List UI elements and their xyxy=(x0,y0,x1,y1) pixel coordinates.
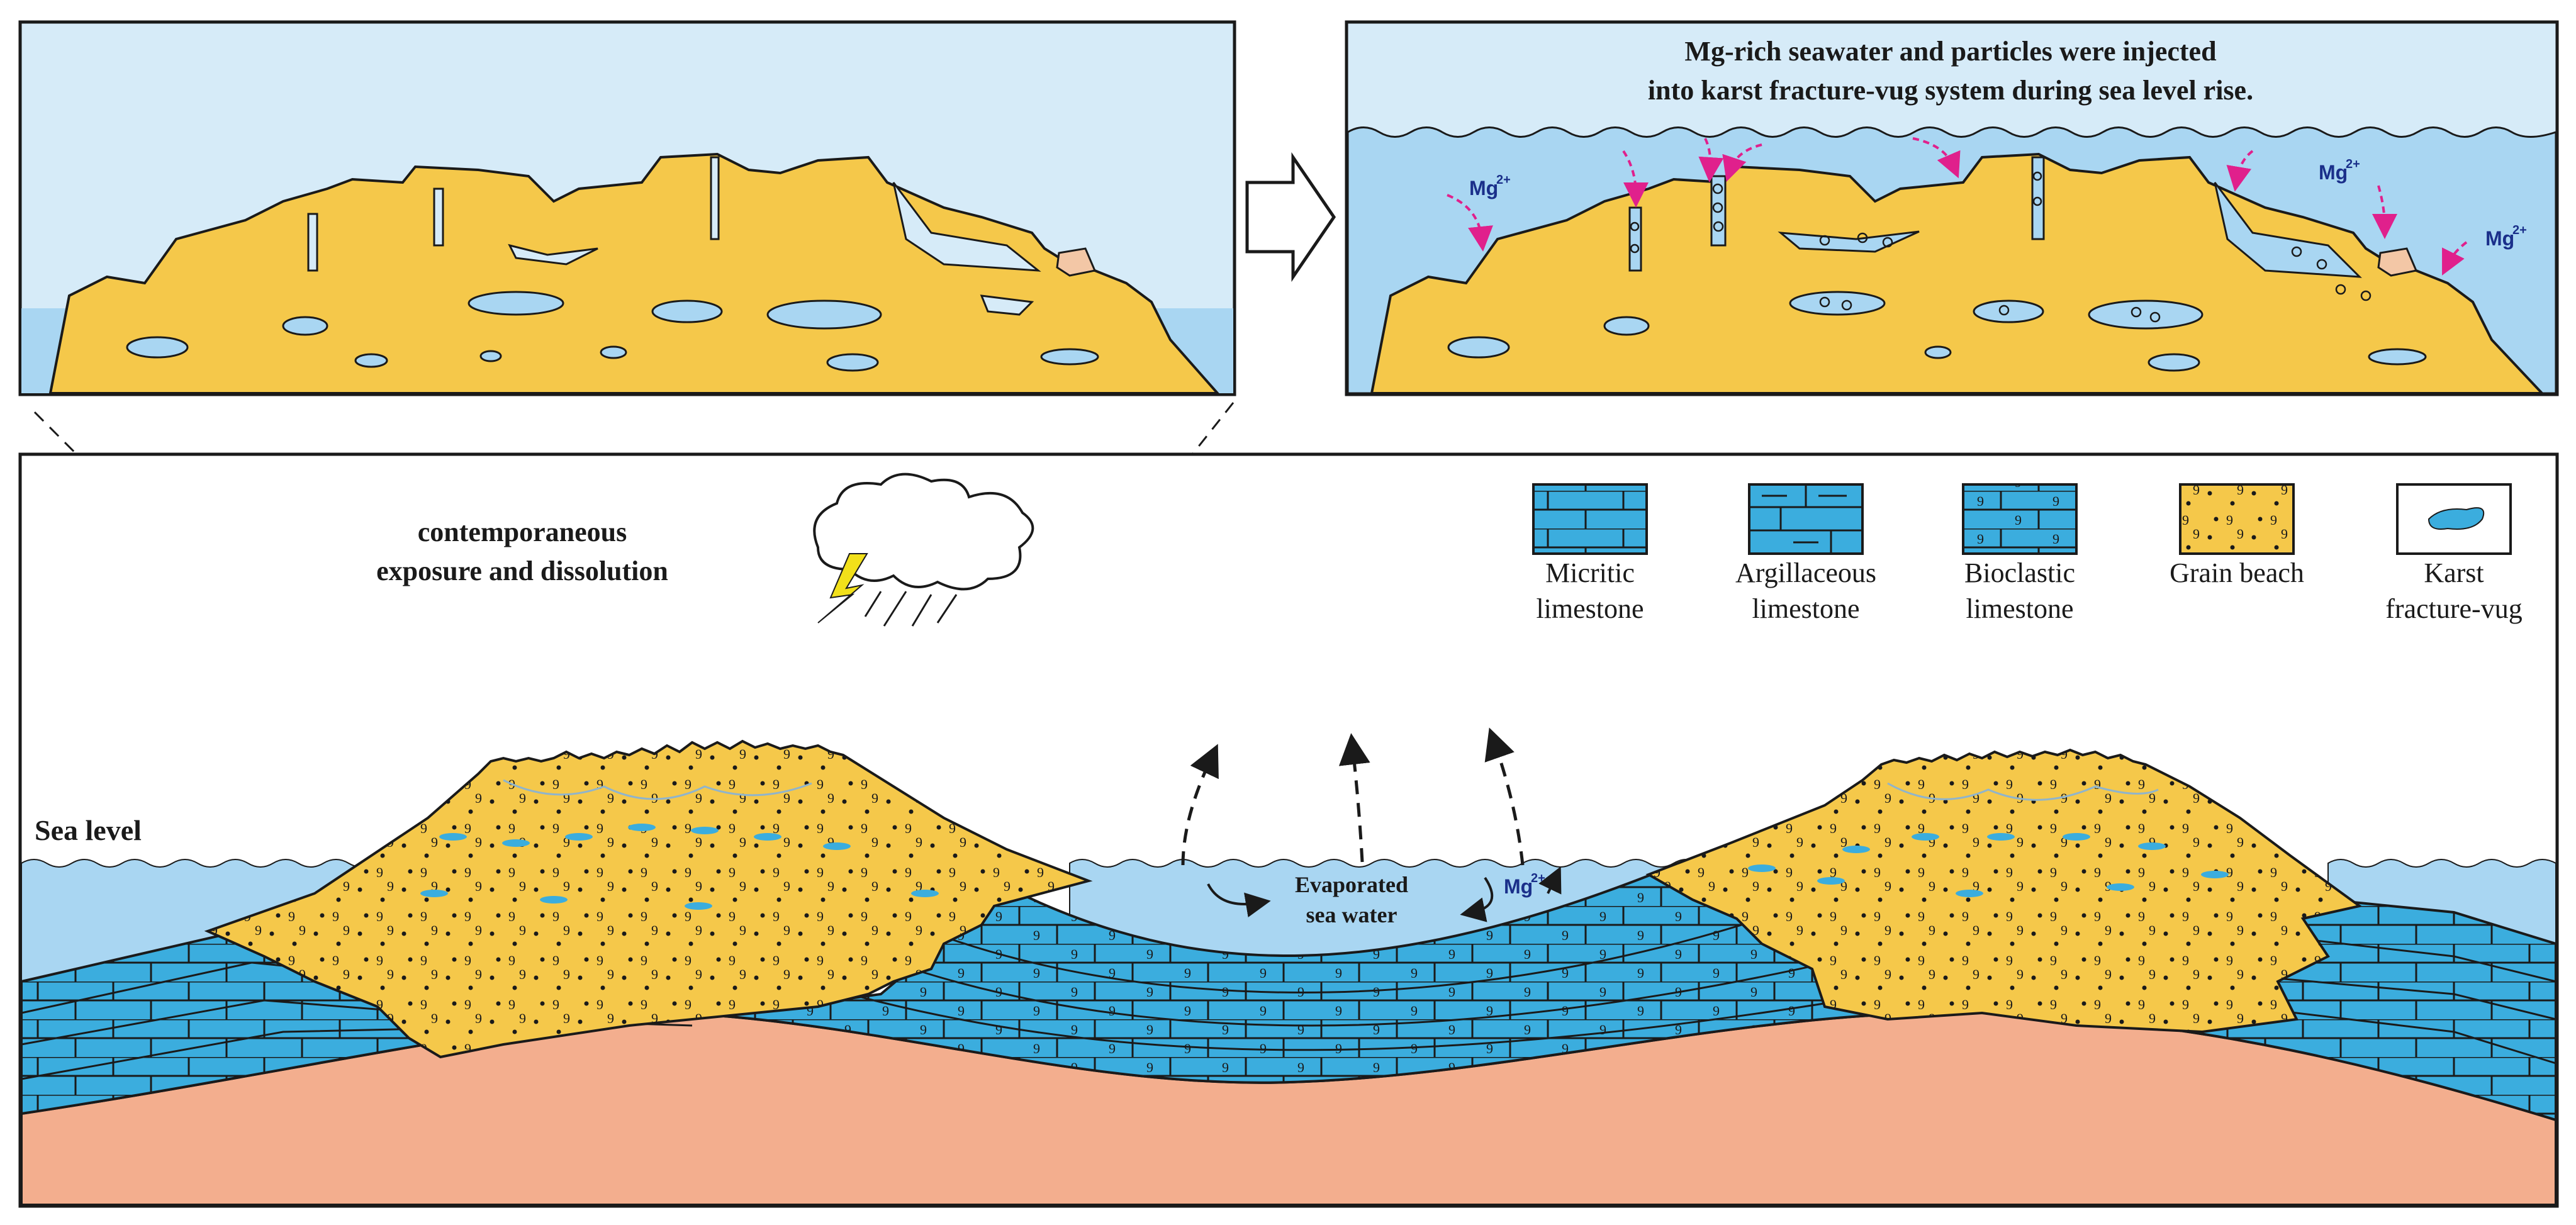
legend-item-karst: Karst fracture-vug xyxy=(2385,483,2523,624)
mg-charge: 2+ xyxy=(1531,871,1545,885)
lagoon-mg-label: Mg 2+ xyxy=(1504,871,1545,898)
right-grain-beach-mound xyxy=(1645,748,2363,1034)
legend-label: Karst xyxy=(2424,557,2484,588)
legend-label: limestone xyxy=(1966,593,2073,624)
evaporated-label-line2: sea water xyxy=(1306,902,1397,927)
process-label-line2: exposure and dissolution xyxy=(376,556,668,586)
legend-label: Grain beach xyxy=(2170,557,2304,588)
legend-item-micritic: Micritic limestone xyxy=(1532,483,1648,624)
evaporation-arrows xyxy=(1181,727,1525,866)
karst-fracture-vug-icon xyxy=(2396,483,2512,555)
mg-symbol: Mg xyxy=(1504,875,1533,898)
mg-charge: 2+ xyxy=(2346,157,2360,171)
mg-label-right: Mg 2+ xyxy=(2485,223,2527,250)
legend-item-bioclastic: Bioclastic limestone xyxy=(1962,483,2078,624)
lightning-icon xyxy=(817,553,868,624)
storm-cloud-icon xyxy=(813,473,1034,627)
transition-arrow-icon xyxy=(1245,152,1336,282)
mg-symbol: Mg xyxy=(1469,177,1498,199)
mg-charge: 2+ xyxy=(2512,223,2527,237)
legend-label: Bioclastic xyxy=(1964,557,2075,588)
left-grain-beach-mound xyxy=(204,739,1093,1059)
legend-label: fracture-vug xyxy=(2385,593,2522,624)
mg-charge: 2+ xyxy=(1496,173,1511,187)
legend-label: Micritic xyxy=(1545,557,1635,588)
injection-title-line2: into karst fracture-vug system during se… xyxy=(1648,75,2253,106)
rain-icon xyxy=(864,591,958,627)
legend-item-argillaceous: Argillaceous limestone xyxy=(1735,483,1876,624)
central-limestone-strata xyxy=(723,866,1983,1084)
mg-symbol: Mg xyxy=(2319,161,2348,184)
inset-vugs xyxy=(126,291,1099,372)
legend-label: Argillaceous xyxy=(1735,557,1876,588)
micritic-limestone-icon xyxy=(1532,483,1648,555)
sea-level-label: Sea level xyxy=(35,814,142,846)
mound-karst-vugs xyxy=(420,824,2229,910)
mg-symbol: Mg xyxy=(2485,227,2514,250)
injection-inset-panel: Mg-rich seawater and particles were inje… xyxy=(1345,20,2559,396)
mg-label-left: Mg 2+ xyxy=(1469,173,1511,199)
evaporated-label-line1: Evaporated xyxy=(1295,872,1408,897)
inset-filled-vugs xyxy=(1447,156,2427,372)
legend-label: limestone xyxy=(1752,593,1859,624)
bioclastic-limestone-icon xyxy=(1962,483,2078,555)
exposure-inset-panel xyxy=(18,20,1236,396)
mg-label-middle: Mg 2+ xyxy=(2319,157,2360,184)
inset-particles xyxy=(1630,171,2372,323)
legend-label: limestone xyxy=(1536,593,1644,624)
mound-fracture-network xyxy=(503,779,2159,801)
circulation-arrows xyxy=(1207,866,1562,922)
legend-item-grain-beach: Grain beach xyxy=(2170,483,2304,588)
inset-clast xyxy=(1056,247,1097,277)
grain-beach-icon xyxy=(2179,483,2295,555)
legend: Micritic limestone Argillaceous limeston… xyxy=(1532,483,2523,624)
mg-injection-arrows xyxy=(1447,137,2468,276)
inset-fractures xyxy=(307,156,1041,316)
depositional-model-panel: contemporaneous exposure and dissolution… xyxy=(18,452,2559,1208)
process-label-line1: contemporaneous xyxy=(418,517,627,547)
injection-title-line1: Mg-rich seawater and particles were inje… xyxy=(1684,36,2216,67)
